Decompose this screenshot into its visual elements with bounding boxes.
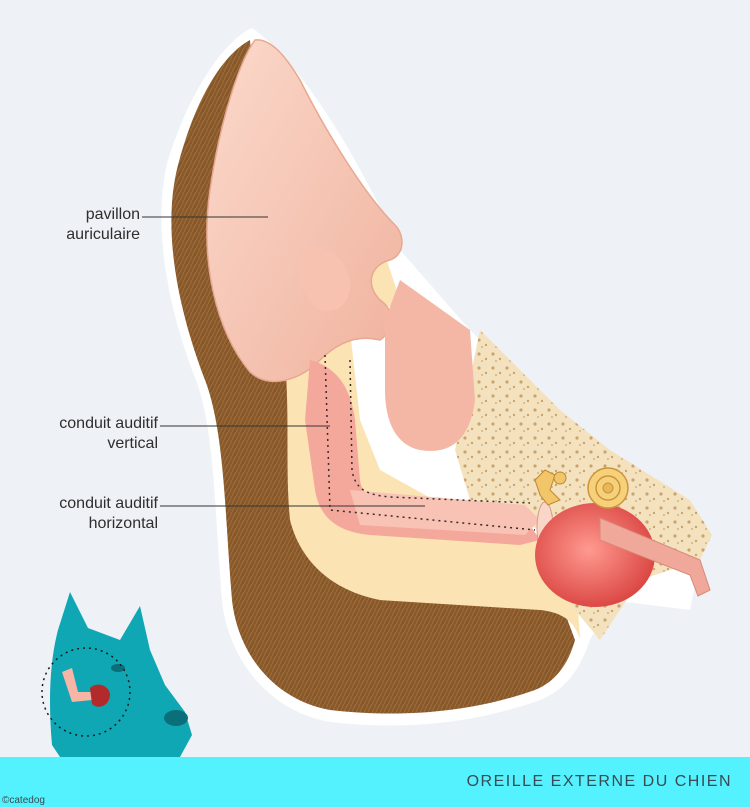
label-pinna-line1: pavillon: [85, 206, 140, 223]
fur-area: [171, 40, 575, 714]
upper-tissue-block: [385, 280, 475, 451]
label-horizontal-canal: conduit auditif horizontal: [59, 494, 158, 534]
ossicles: [534, 469, 567, 506]
label-pinna: pavillon auriculaire: [66, 205, 140, 245]
pinna-fold: [300, 246, 351, 311]
label-pinna-line2: auriculaire: [66, 226, 140, 243]
copyright-notice: ©catedog: [2, 795, 45, 806]
label-vertical-line2: vertical: [107, 435, 158, 452]
tympanic-bulla: [535, 503, 655, 607]
footer-bar: OREILLE EXTERNE DU CHIEN ©catedog: [0, 757, 750, 807]
label-vertical-canal: conduit auditif vertical: [59, 414, 158, 454]
cochlea: [587, 467, 629, 509]
label-vertical-line1: conduit auditif: [59, 415, 158, 432]
label-horizontal-line1: conduit auditif: [59, 495, 158, 512]
pinna-auricle: [206, 39, 403, 383]
eustachian-tube: [599, 517, 711, 597]
horizontal-canal: [350, 490, 540, 535]
dog-head-icon: [41, 592, 192, 757]
label-horizontal-line2: horizontal: [88, 515, 158, 532]
footer-title: OREILLE EXTERNE DU CHIEN: [466, 773, 732, 790]
